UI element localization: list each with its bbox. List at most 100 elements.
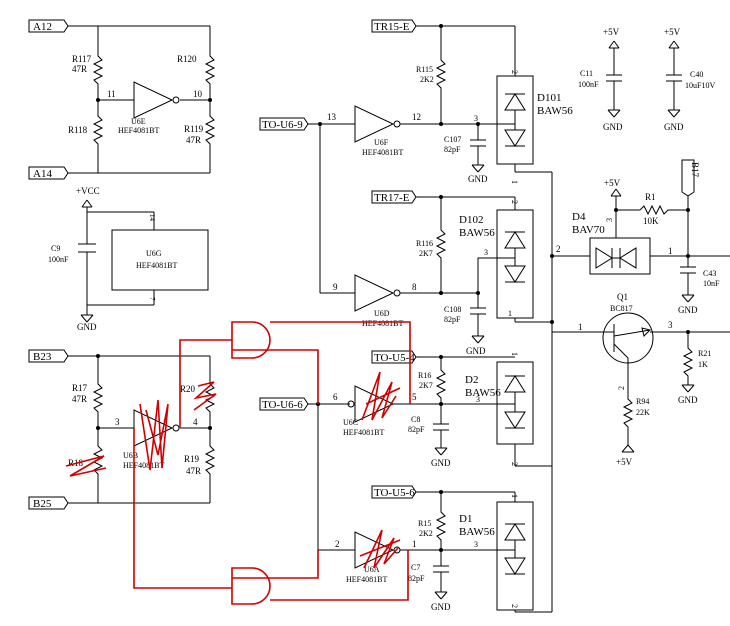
svg-text:HEF4081BT: HEF4081BT <box>362 319 403 328</box>
svg-text:C107: C107 <box>444 135 461 144</box>
svg-text:TR15-E: TR15-E <box>374 21 410 33</box>
svg-text:82pF: 82pF <box>408 425 425 434</box>
port-tr17-e: TR17-E <box>371 190 417 204</box>
port-a14: A14 <box>28 166 69 180</box>
resistor-r94 <box>622 395 634 445</box>
svg-text:A12: A12 <box>33 21 52 33</box>
red-and-gate-bottom <box>231 567 271 605</box>
svg-text:GND: GND <box>431 602 451 612</box>
svg-text:HEF4081BT: HEF4081BT <box>362 148 403 157</box>
svg-text:TO-U5-6: TO-U5-6 <box>374 487 415 499</box>
svg-text:C8: C8 <box>411 415 420 424</box>
svg-text:2: 2 <box>510 200 519 204</box>
svg-text:2K7: 2K7 <box>419 249 433 258</box>
svg-text:R20: R20 <box>180 384 196 394</box>
resistor-r15 <box>435 508 447 550</box>
svg-text:4: 4 <box>193 417 198 427</box>
svg-text:1: 1 <box>508 309 512 318</box>
svg-text:13: 13 <box>327 112 337 122</box>
svg-text:2: 2 <box>335 539 340 549</box>
port-to-u5-4: TO-U5-4 <box>371 350 417 364</box>
svg-text:TR17-E: TR17-E <box>374 192 410 204</box>
svg-text:U6C: U6C <box>343 418 358 427</box>
svg-text:3: 3 <box>668 320 673 330</box>
svg-text:+5V: +5V <box>604 178 621 188</box>
svg-text:100nF: 100nF <box>48 255 69 264</box>
svg-text:BAV70: BAV70 <box>572 224 605 236</box>
svg-text:82pF: 82pF <box>444 315 461 324</box>
svg-text:10nF: 10nF <box>703 279 720 288</box>
svg-text:3: 3 <box>474 114 478 123</box>
resistor-r19 <box>204 428 216 480</box>
svg-text:3: 3 <box>115 417 120 427</box>
gate-u6c: 6 5 U6C HEF4081BT <box>333 385 417 437</box>
svg-text:TO-U5-4: TO-U5-4 <box>374 352 415 364</box>
svg-text:82pF: 82pF <box>444 145 461 154</box>
red-scribble <box>65 381 217 477</box>
svg-text:47R: 47R <box>186 466 201 476</box>
svg-text:HEF4081BT: HEF4081BT <box>136 261 177 270</box>
svg-text:11: 11 <box>107 89 116 99</box>
svg-text:47R: 47R <box>72 394 87 404</box>
svg-text:GND: GND <box>466 346 486 356</box>
svg-text:B25: B25 <box>33 498 52 510</box>
svg-text:14: 14 <box>148 214 156 222</box>
port-b23: B23 <box>28 349 69 363</box>
svg-text:1: 1 <box>412 539 417 549</box>
svg-text:U6A: U6A <box>364 565 380 574</box>
svg-text:R94: R94 <box>636 397 649 406</box>
svg-text:D1: D1 <box>459 513 472 525</box>
svg-text:1K: 1K <box>698 360 708 369</box>
svg-text:R117: R117 <box>72 54 92 64</box>
gate-u6f: 13 12 U6F HEF4081BT <box>327 105 421 157</box>
svg-text:7: 7 <box>148 297 156 301</box>
svg-text:BC817: BC817 <box>610 304 633 313</box>
svg-text:3: 3 <box>484 248 488 257</box>
svg-text:10uF10V: 10uF10V <box>685 81 715 90</box>
resistor-r18 <box>92 428 104 480</box>
svg-text:10: 10 <box>193 89 203 99</box>
svg-text:Q1: Q1 <box>617 292 628 302</box>
svg-text:+5V: +5V <box>664 27 681 37</box>
svg-text:10K: 10K <box>643 216 659 226</box>
svg-text:U6B: U6B <box>123 451 138 460</box>
svg-text:R118: R118 <box>68 125 88 135</box>
svg-text:2: 2 <box>510 462 519 466</box>
svg-text:100nF: 100nF <box>578 80 599 89</box>
svg-text:3: 3 <box>476 395 480 404</box>
red-scribble <box>359 529 401 569</box>
svg-text:TO-U6-9: TO-U6-9 <box>262 119 303 131</box>
diode-d2: D2 BAW56 1 3 2 <box>465 352 534 466</box>
port-to-u6-6: TO-U6-6 <box>259 397 309 411</box>
svg-text:GND: GND <box>468 174 488 184</box>
resistor-r21 <box>682 345 694 385</box>
svg-text:1: 1 <box>510 494 519 498</box>
svg-text:TO-U6-6: TO-U6-6 <box>262 399 303 411</box>
svg-text:R119: R119 <box>184 124 204 134</box>
svg-text:GND: GND <box>77 322 97 332</box>
svg-text:22K: 22K <box>636 408 650 417</box>
svg-text:C9: C9 <box>51 244 60 253</box>
resistor-r17 <box>92 378 104 428</box>
chip-u6g: U6G HEF4081BT 14 7 <box>111 214 209 301</box>
port-tr15-e: TR15-E <box>371 19 417 33</box>
port-b17: B17 <box>681 159 700 197</box>
svg-text:R19: R19 <box>184 454 200 464</box>
svg-text:1: 1 <box>668 246 673 256</box>
red-scribble <box>361 371 401 421</box>
svg-text:C40: C40 <box>690 70 703 79</box>
svg-text:D102: D102 <box>459 214 483 226</box>
resistor-r115 <box>435 55 447 124</box>
svg-text:A14: A14 <box>33 168 52 180</box>
svg-text:2: 2 <box>617 386 626 390</box>
svg-text:HEF4081BT: HEF4081BT <box>346 575 387 584</box>
svg-text:3: 3 <box>474 540 478 549</box>
resistor-r117 <box>92 50 104 100</box>
svg-text:HEF4081BT: HEF4081BT <box>118 126 159 135</box>
svg-text:C7: C7 <box>411 563 420 572</box>
svg-text:2: 2 <box>556 244 561 254</box>
diode-d102: D102 BAW56 2 3 1 <box>459 197 534 322</box>
svg-text:6: 6 <box>333 392 338 402</box>
resistor-r120 <box>204 50 216 100</box>
resistor-r1 <box>639 204 688 216</box>
